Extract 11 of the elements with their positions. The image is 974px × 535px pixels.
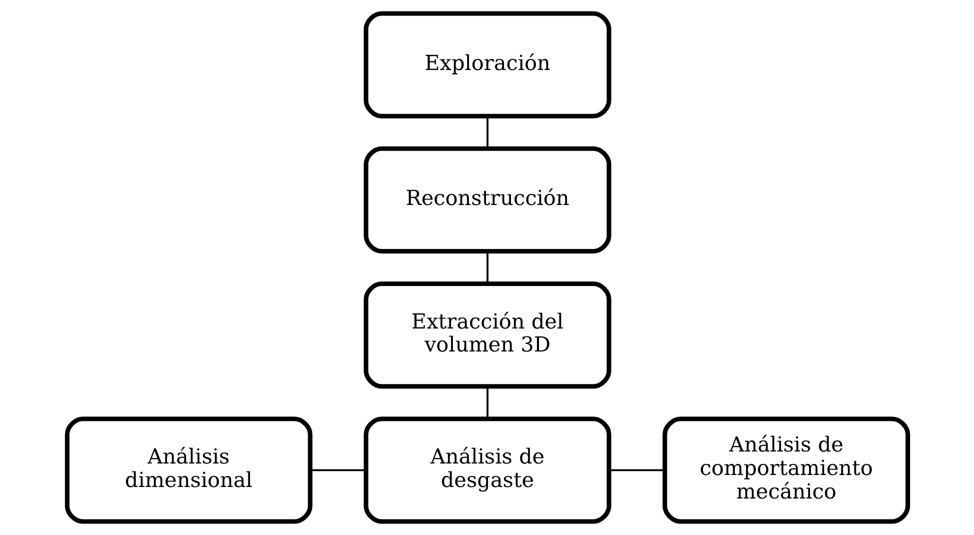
connector bbox=[486, 251, 488, 284]
node-box: Análisis de comportamiento mecánico bbox=[662, 416, 910, 524]
connector bbox=[310, 469, 366, 472]
node-box: Extracción del volumen 3D bbox=[363, 281, 611, 389]
connector bbox=[486, 116, 488, 148]
node-box: Análisis dimensional bbox=[64, 416, 312, 524]
connector bbox=[486, 386, 488, 419]
connector bbox=[608, 469, 664, 472]
node-box: Exploración bbox=[363, 11, 611, 118]
node-box: Reconstrucción bbox=[363, 146, 611, 254]
node-box: Análisis de desgaste bbox=[363, 416, 611, 524]
